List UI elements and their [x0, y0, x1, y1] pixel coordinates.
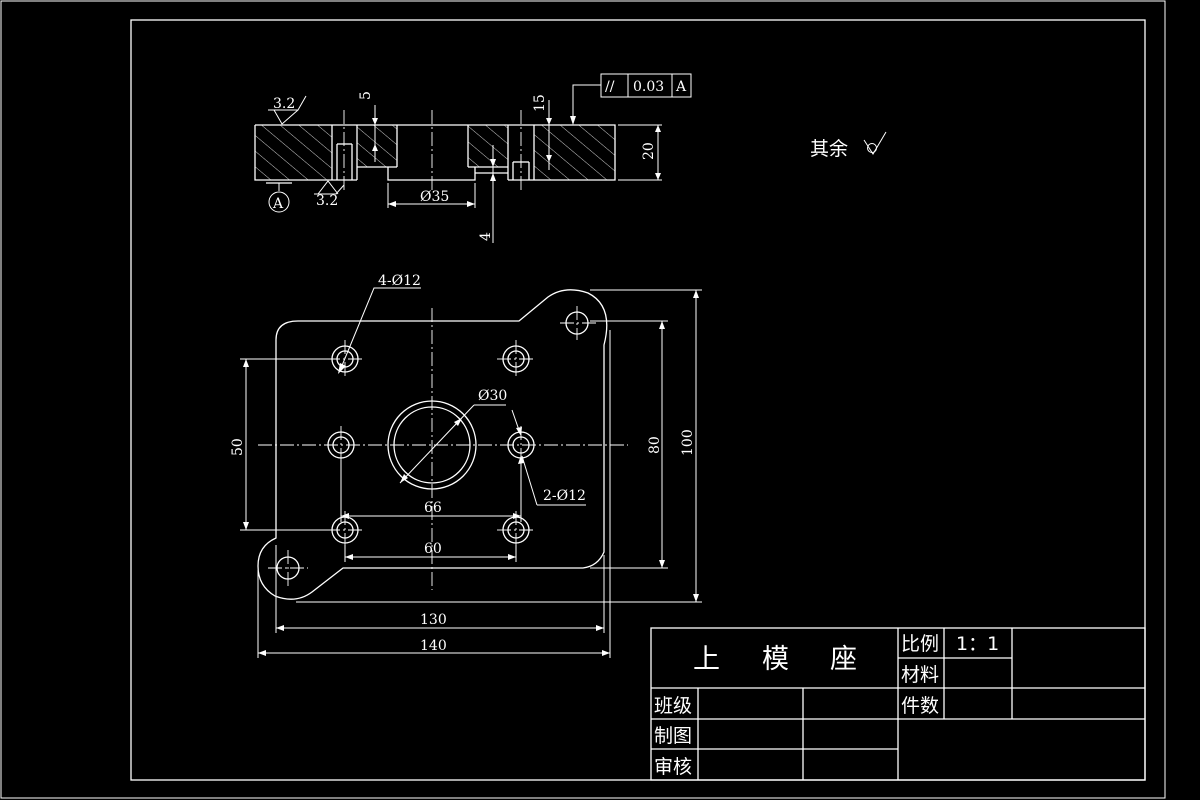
section-hatch-left-inner	[357, 125, 397, 167]
section-hatch-right	[534, 125, 615, 180]
callout-2-holes: 2-Ø12	[543, 488, 586, 504]
sheet-inner-frame	[130, 19, 1146, 781]
material-label: 材料	[901, 664, 939, 686]
drawn-label: 制图	[654, 725, 692, 747]
center-bore-inner	[393, 406, 471, 484]
dim-80: 80	[647, 436, 663, 454]
remaining-roughness-label: 其余	[810, 138, 848, 160]
dim-60: 60	[424, 541, 442, 557]
scale-value: 1：1	[956, 633, 999, 655]
part-name-char-3: 座	[830, 644, 857, 675]
section-view: 3.2 3.2 A 5 15 20 4	[254, 73, 692, 243]
tolerance-datum: A	[675, 79, 687, 95]
hole-mid-left	[327, 426, 355, 464]
dim-100: 100	[680, 429, 696, 456]
section-outline-top	[255, 124, 616, 181]
dim-20: 20	[641, 142, 657, 160]
roughness-note: 其余	[810, 131, 887, 160]
plan-view: 4-Ø12 Ø30 2-Ø12 50 80 100	[230, 273, 702, 658]
dim-bore-35: Ø35	[420, 189, 449, 205]
part-name-char-1: 上	[693, 644, 720, 675]
datum-label: A	[272, 196, 284, 212]
section-hatch-right-inner	[468, 125, 508, 167]
dim-15: 15	[532, 94, 548, 112]
hole-top-right	[497, 340, 535, 378]
class-label: 班级	[654, 695, 692, 717]
tolerance-symbol: //	[605, 79, 615, 95]
scale-label: 比例	[901, 633, 939, 655]
dim-5: 5	[358, 91, 374, 100]
center-bore-outer	[387, 400, 477, 490]
tolerance-value: 0.03	[633, 79, 664, 95]
title-block: 上 模 座 比例 1：1 材料 件数 班级 制图 审核	[650, 627, 1146, 781]
dim-66: 66	[424, 500, 442, 516]
checked-label: 审核	[654, 756, 692, 778]
part-name-char-2: 模	[762, 644, 789, 675]
dim-130: 130	[420, 612, 447, 628]
section-hatch-left	[255, 125, 332, 180]
dim-140: 140	[420, 638, 447, 654]
dim-50: 50	[230, 438, 246, 456]
section-outline-left	[254, 125, 332, 181]
roughness-top-label: 3.2	[273, 96, 295, 112]
quantity-label: 件数	[901, 695, 939, 717]
roughness-bottom-label: 3.2	[316, 193, 338, 209]
callout-center-bore: Ø30	[478, 388, 507, 404]
dim-4: 4	[478, 232, 494, 241]
sheet-outer-border	[0, 0, 1166, 799]
callout-4-holes: 4-Ø12	[378, 273, 421, 289]
